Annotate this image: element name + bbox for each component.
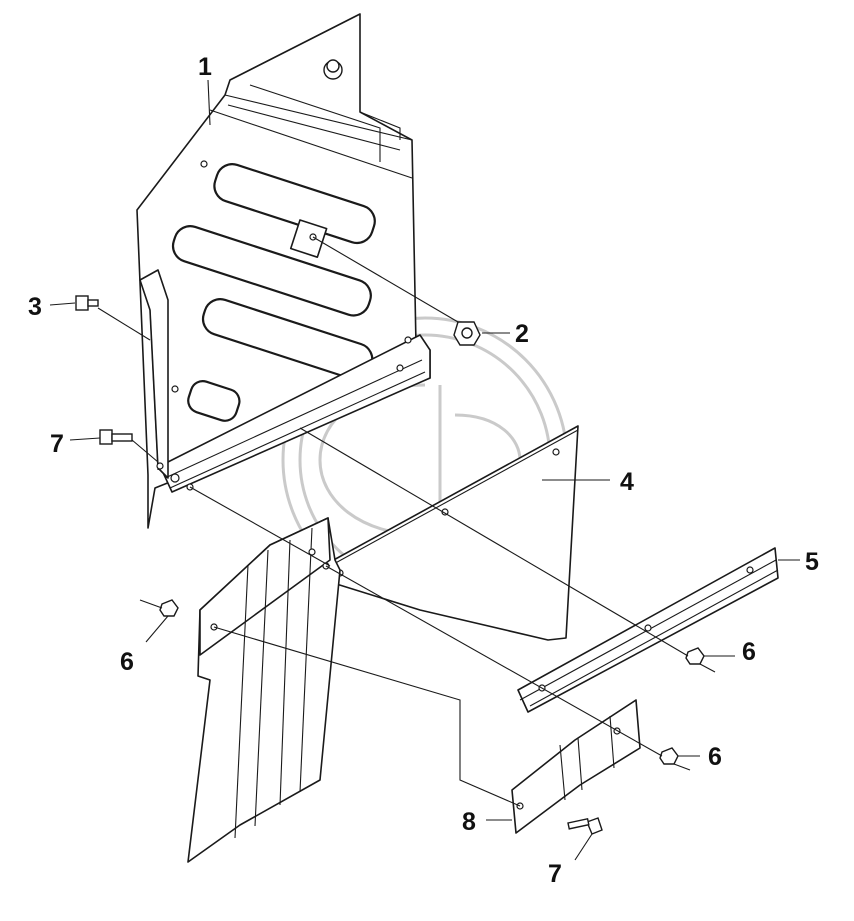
rail-bracket — [517, 547, 779, 713]
front-flap — [187, 517, 341, 863]
bolt-2 — [453, 321, 481, 346]
callout-8: 8 — [462, 808, 476, 836]
bolt-3 — [75, 295, 99, 311]
callout-7-upper: 7 — [50, 430, 64, 458]
callout-5: 5 — [805, 548, 819, 576]
nut-6-right-lower — [659, 747, 679, 765]
callout-6-right-upper: 6 — [742, 638, 756, 666]
callout-labels: 1 2 3 4 5 6 6 6 7 7 8 — [28, 53, 819, 888]
side-panel — [136, 13, 431, 529]
nut-6-left — [159, 599, 179, 617]
bolt-7-lower — [567, 817, 603, 835]
bolt-7-upper — [99, 429, 133, 445]
large-mudflap — [329, 425, 579, 641]
callout-7-lower: 7 — [548, 860, 562, 888]
callout-1: 1 — [198, 53, 212, 81]
callout-3: 3 — [28, 293, 42, 321]
callout-6-right-lower: 6 — [708, 743, 722, 771]
callout-4: 4 — [620, 468, 634, 496]
callout-6-left: 6 — [120, 648, 134, 676]
callout-2: 2 — [515, 320, 529, 348]
nut-6-right-upper — [685, 647, 705, 665]
small-bracket — [511, 699, 641, 834]
leader-lines — [49, 79, 800, 861]
